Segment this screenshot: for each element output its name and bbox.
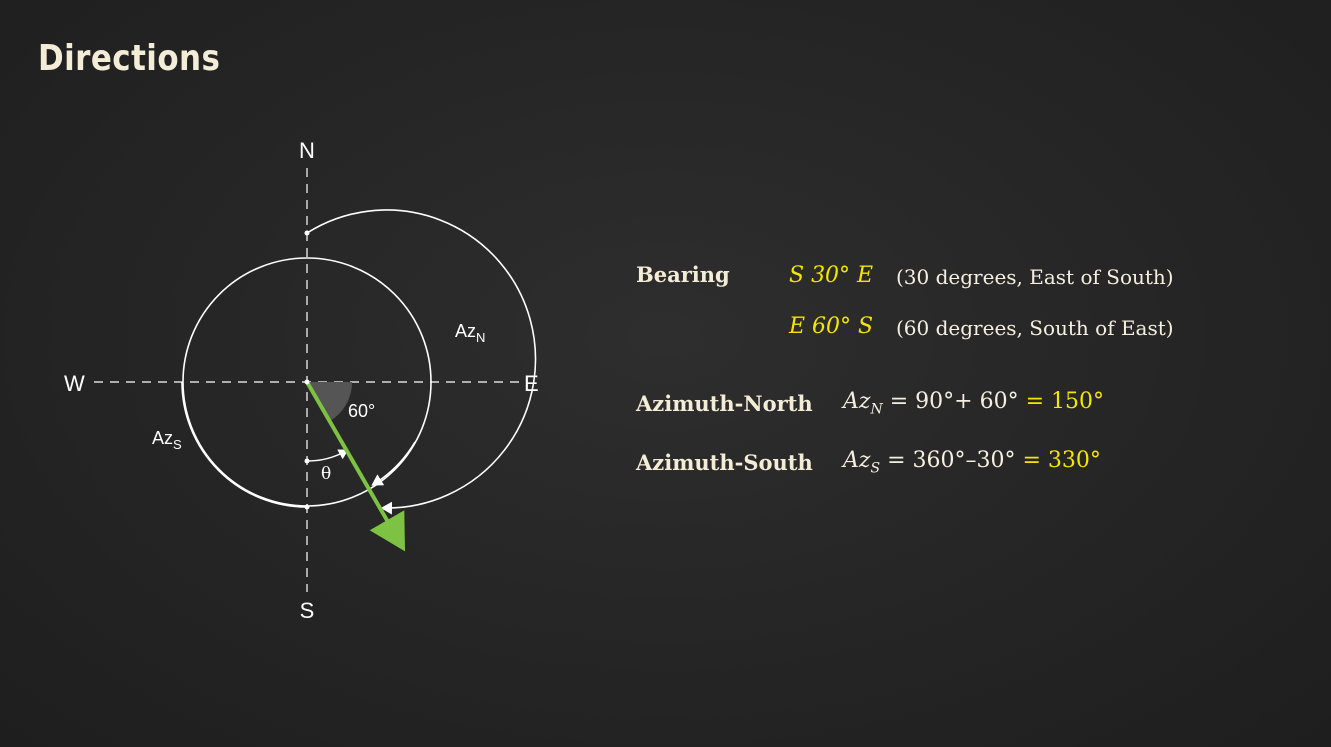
azimuth-north-eq-lhs: Az [843, 389, 871, 414]
azimuth-north-row-label: Azimuth-North [636, 391, 813, 416]
angle-60-wedge [307, 382, 353, 421]
azimuth-south-arc-lower [181, 381, 308, 508]
azimuth-north-eq-expr: = 90°+ 60° [889, 389, 1019, 414]
azimuth-north-arc-start [304, 230, 310, 236]
theta-arc [306, 449, 349, 462]
azimuth-south-eq-expr: = 360°–30° [887, 448, 1016, 473]
azimuth-south-label-main: Az [152, 428, 173, 448]
azimuth-north-label-main: Az [455, 321, 476, 341]
azimuth-south-eq-sub: S [870, 460, 881, 477]
west-label: W [64, 371, 85, 396]
theta-arc-start [304, 458, 310, 464]
angle-60-label: 60° [348, 401, 375, 421]
azimuth-north-eq-sub: N [870, 401, 883, 418]
azimuth-south-label: AzS [152, 428, 182, 452]
bearing-second-expr: E 60° S [789, 314, 874, 339]
slide-title: Directions [38, 38, 221, 79]
bearing-first-expr: S 30° E [789, 263, 874, 288]
south-label: S [300, 598, 315, 623]
azimuth-north-arc [306, 209, 537, 515]
azimuth-north-equation: AzN = 90°+ 60° = 150° [843, 389, 1104, 417]
azimuth-south-equation: AzS = 360°–30° = 330° [843, 448, 1101, 476]
north-label: N [299, 138, 315, 163]
azimuth-north-eq-result: = 150° [1025, 389, 1104, 414]
azimuth-south-label-sub: S [173, 437, 182, 452]
azimuth-north-label: AzN [455, 321, 485, 345]
bearing-second-desc: (60 degrees, South of East) [896, 316, 1174, 340]
theta-label: θ [321, 464, 331, 484]
inner-arc-arrow [371, 441, 416, 486]
origin-dot [304, 379, 310, 385]
bearing-first-desc: (30 degrees, East of South) [896, 265, 1174, 289]
azimuth-south-eq-result: = 330° [1022, 448, 1101, 473]
east-label: E [524, 371, 539, 396]
azimuth-north-label-sub: N [476, 330, 485, 345]
bearing-label: Bearing [636, 262, 730, 287]
bearing-vector [305, 380, 406, 552]
azimuth-south-eq-lhs: Az [843, 448, 871, 473]
azimuth-south-row-label: Azimuth-South [636, 450, 813, 475]
azimuth-south-arc-start [304, 504, 310, 510]
